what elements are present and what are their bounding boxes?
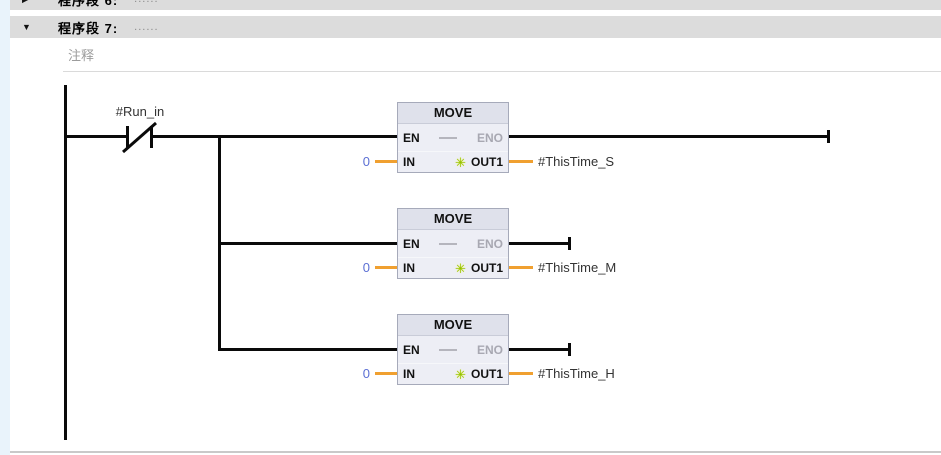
rung2-wire-left [218,242,397,245]
in-pin-label: IN [403,155,415,169]
move2-in-value[interactable]: 0 [362,260,370,275]
out3-param-wire [509,372,533,375]
expanded-triangle-icon[interactable]: ▼ [22,22,31,32]
in-pin-label: IN [403,261,415,275]
insert-output-star-icon[interactable]: ✳ [455,260,466,276]
eno-pin-label: ENO [476,130,503,145]
network-6-header[interactable]: ▶ 程序段 6: ...... [10,0,941,10]
power-rail [64,85,67,440]
rung3-end-tick [568,343,571,356]
rung3-wire-right [509,348,569,351]
network-6-comment-dots: ...... [134,0,158,5]
en-pin-label: EN [403,130,420,145]
out1-param-wire [509,160,533,163]
left-gutter [0,0,10,455]
eno-pin-label: ENO [476,236,503,251]
move-block-title: MOVE [398,209,508,230]
out1-pin-label: OUT1 [470,367,503,381]
in2-param-wire [375,266,397,269]
out1-pin-label: OUT1 [470,155,503,169]
collapsed-triangle-icon[interactable]: ▶ [22,0,34,10]
rung2-end-tick [568,237,571,250]
rung1-wire-left [64,135,126,138]
in3-param-wire [375,372,397,375]
network-7-header[interactable]: ▼ 程序段 7: ...... [10,16,941,38]
en-pin-label: EN [403,236,420,251]
rung1-wire-mid [153,135,397,138]
contact-operand-label[interactable]: #Run_in [115,104,165,119]
move-block-3[interactable]: MOVE EN ENO IN ✳ OUT1 [397,314,509,385]
eno-dash [439,242,458,245]
in1-param-wire [375,160,397,163]
in-pin-label: IN [403,367,415,381]
move-block-title: MOVE [398,103,508,124]
move3-out-operand[interactable]: #ThisTime_H [538,366,615,381]
rung3-wire-left [218,348,397,351]
comment-separator [63,71,941,72]
eno-pin-label: ENO [476,342,503,357]
network-7-comment-dots: ...... [134,21,159,33]
network-6-title: 程序段 6: [58,0,119,8]
bottom-edge-line [10,451,941,453]
rung1-wire-right [509,135,828,138]
out2-param-wire [509,266,533,269]
move-block-title: MOVE [398,315,508,336]
network-7-title: 程序段 7: [58,20,119,36]
out1-pin-label: OUT1 [470,261,503,275]
move1-out-operand[interactable]: #ThisTime_S [538,154,615,169]
eno-dash [439,348,458,351]
insert-output-star-icon[interactable]: ✳ [455,366,466,382]
eno-dash [439,136,458,139]
rung2-wire-right [509,242,569,245]
network-comment-input[interactable]: 注释 [68,48,95,63]
move2-out-operand[interactable]: #ThisTime_M [538,260,617,275]
move-block-1[interactable]: MOVE EN ENO IN ✳ OUT1 [397,102,509,173]
en-pin-label: EN [403,342,420,357]
rung1-end-tick [827,130,830,143]
move1-in-value[interactable]: 0 [362,154,370,169]
move-block-2[interactable]: MOVE EN ENO IN ✳ OUT1 [397,208,509,279]
insert-output-star-icon[interactable]: ✳ [455,154,466,170]
nc-contact[interactable] [122,121,157,154]
move3-in-value[interactable]: 0 [362,366,370,381]
